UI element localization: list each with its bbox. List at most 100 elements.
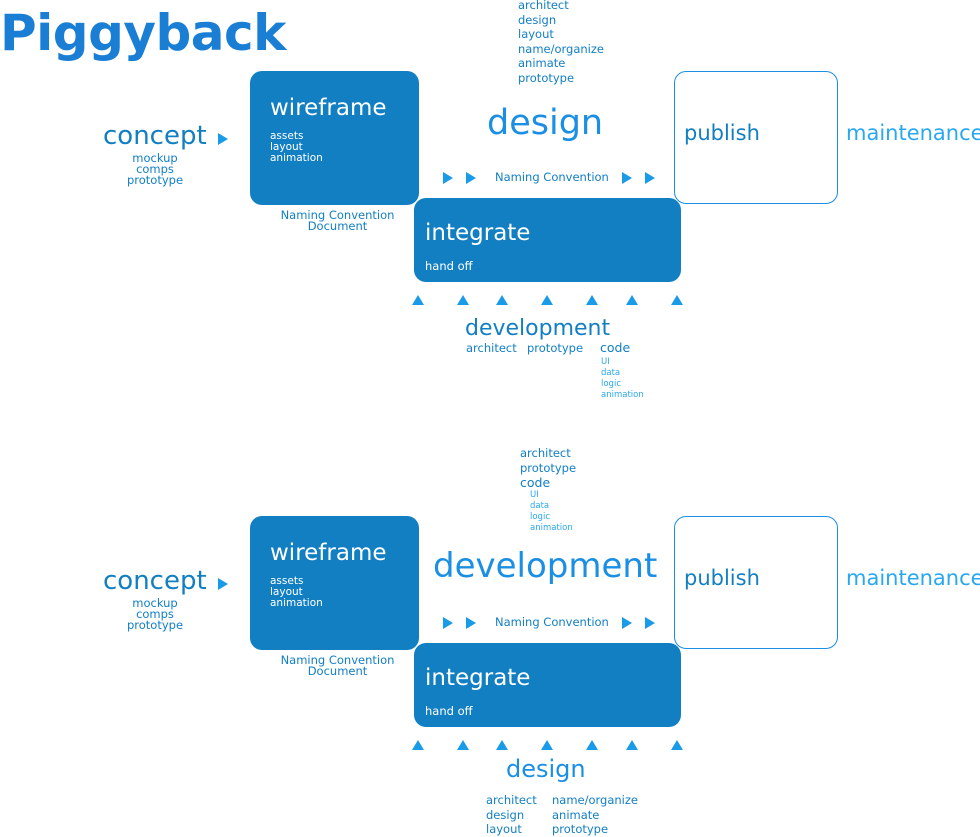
integrate-box: integrate hand off — [414, 643, 681, 727]
concept-item: prototype — [126, 173, 184, 187]
integrate-sub: hand off — [425, 704, 473, 718]
wireframe-item: animation — [270, 597, 323, 609]
concept-item: mockup — [132, 151, 178, 165]
dev-item-architect: architect — [520, 446, 571, 460]
design-item: layout — [486, 822, 522, 837]
publish-box: publish — [674, 71, 838, 204]
arrow-up-icon — [671, 740, 683, 750]
arrow-up-icon — [412, 295, 424, 305]
code-items: UI data logic animation — [530, 490, 573, 534]
arrow-right-icon — [622, 172, 632, 184]
concept-items: mockup comps prototype — [115, 151, 195, 187]
integrate-sub: hand off — [425, 259, 473, 273]
integrate-box: integrate hand off — [414, 198, 681, 282]
concept-label: concept — [103, 566, 207, 596]
development-label: development — [465, 316, 611, 341]
arrow-right-icon — [443, 172, 453, 184]
publish-label: publish — [684, 121, 760, 145]
page-title: Piggyback — [0, 4, 286, 62]
design-label: design — [506, 755, 586, 783]
arrow-right-icon — [218, 133, 228, 145]
design-task: prototype — [518, 70, 575, 85]
arrow-up-icon — [457, 295, 469, 305]
design-task: architect — [518, 0, 569, 12]
arrow-up-icon — [496, 295, 508, 305]
design-items-col2: name/organize animate prototype — [552, 793, 638, 837]
concept-label: concept — [103, 121, 207, 151]
arrow-up-icon — [671, 295, 683, 305]
code-item: animation — [530, 523, 573, 533]
arrow-up-icon — [586, 295, 598, 305]
arrow-right-icon — [443, 617, 453, 629]
code-item: logic — [530, 512, 550, 522]
dev-item-prototype: prototype — [520, 461, 577, 475]
publish-box: publish — [674, 516, 838, 649]
integrate-label: integrate — [425, 665, 531, 691]
arrow-up-icon — [541, 740, 553, 750]
maintenance-label: maintenance — [846, 566, 980, 590]
design-item: name/organize — [552, 793, 638, 807]
naming-convention-flow-label: Naming Convention — [495, 170, 609, 184]
naming-doc-line: Document — [307, 664, 368, 678]
code-item: UI — [601, 357, 610, 367]
concept-item: mockup — [132, 596, 178, 610]
naming-convention-document: Naming Convention Document — [270, 653, 405, 678]
arrow-right-icon — [466, 172, 476, 184]
arrow-up-icon — [626, 740, 638, 750]
wireframe-item: layout — [270, 586, 303, 598]
development-stage-label: development — [433, 546, 658, 586]
wireframe-item: assets — [270, 575, 304, 587]
dev-item-code: code — [520, 475, 551, 490]
wireframe-box: wireframe assets layout animation — [250, 516, 419, 650]
arrow-right-icon — [645, 617, 655, 629]
arrow-right-icon — [645, 172, 655, 184]
design-stage-label: design — [487, 103, 604, 143]
arrow-up-icon — [586, 740, 598, 750]
design-task-list: architect design layout name/organize an… — [518, 0, 604, 86]
wireframe-label: wireframe — [270, 540, 387, 566]
arrow-up-icon — [541, 295, 553, 305]
integrate-label: integrate — [425, 220, 531, 246]
arrow-up-icon — [457, 740, 469, 750]
design-item: animate — [552, 807, 600, 822]
naming-convention-document: Naming Convention Document — [270, 208, 405, 233]
concept-item: prototype — [126, 618, 184, 632]
wireframe-item: layout — [270, 141, 303, 153]
wireframe-label: wireframe — [270, 95, 387, 121]
arrow-up-icon — [412, 740, 424, 750]
code-item: logic — [601, 379, 621, 389]
arrow-right-icon — [622, 617, 632, 629]
naming-doc-line: Naming Convention — [280, 208, 395, 222]
wireframe-box: wireframe assets layout animation — [250, 71, 419, 205]
wireframe-items: assets layout animation — [270, 576, 323, 609]
wireframe-item: assets — [270, 130, 304, 142]
design-item: design — [486, 807, 525, 822]
design-task: layout — [518, 27, 554, 42]
wireframe-item: animation — [270, 152, 323, 164]
arrow-right-icon — [466, 617, 476, 629]
naming-convention-flow-label: Naming Convention — [495, 615, 609, 629]
wireframe-items: assets layout animation — [270, 131, 323, 164]
dev-item-code: code — [600, 340, 631, 355]
code-item: data — [601, 368, 621, 378]
publish-label: publish — [684, 566, 760, 590]
naming-doc-line: Naming Convention — [280, 653, 395, 667]
design-items-col1: architect design layout — [486, 793, 537, 837]
code-item: data — [530, 501, 550, 511]
design-item: architect — [486, 793, 537, 807]
naming-doc-line: Document — [307, 219, 368, 233]
design-task: animate — [518, 56, 566, 71]
dev-item-architect: architect — [466, 341, 517, 355]
arrow-up-icon — [496, 740, 508, 750]
maintenance-label: maintenance — [846, 121, 980, 145]
dev-item-prototype: prototype — [527, 341, 584, 355]
design-task: design — [518, 12, 557, 27]
concept-item: comps — [136, 162, 174, 176]
arrow-up-icon — [626, 295, 638, 305]
design-task: name/organize — [518, 41, 604, 56]
code-item: UI — [530, 490, 539, 500]
concept-items: mockup comps prototype — [115, 596, 195, 632]
code-items: UI data logic animation — [601, 357, 644, 401]
arrow-right-icon — [218, 578, 228, 590]
code-item: animation — [601, 390, 644, 400]
